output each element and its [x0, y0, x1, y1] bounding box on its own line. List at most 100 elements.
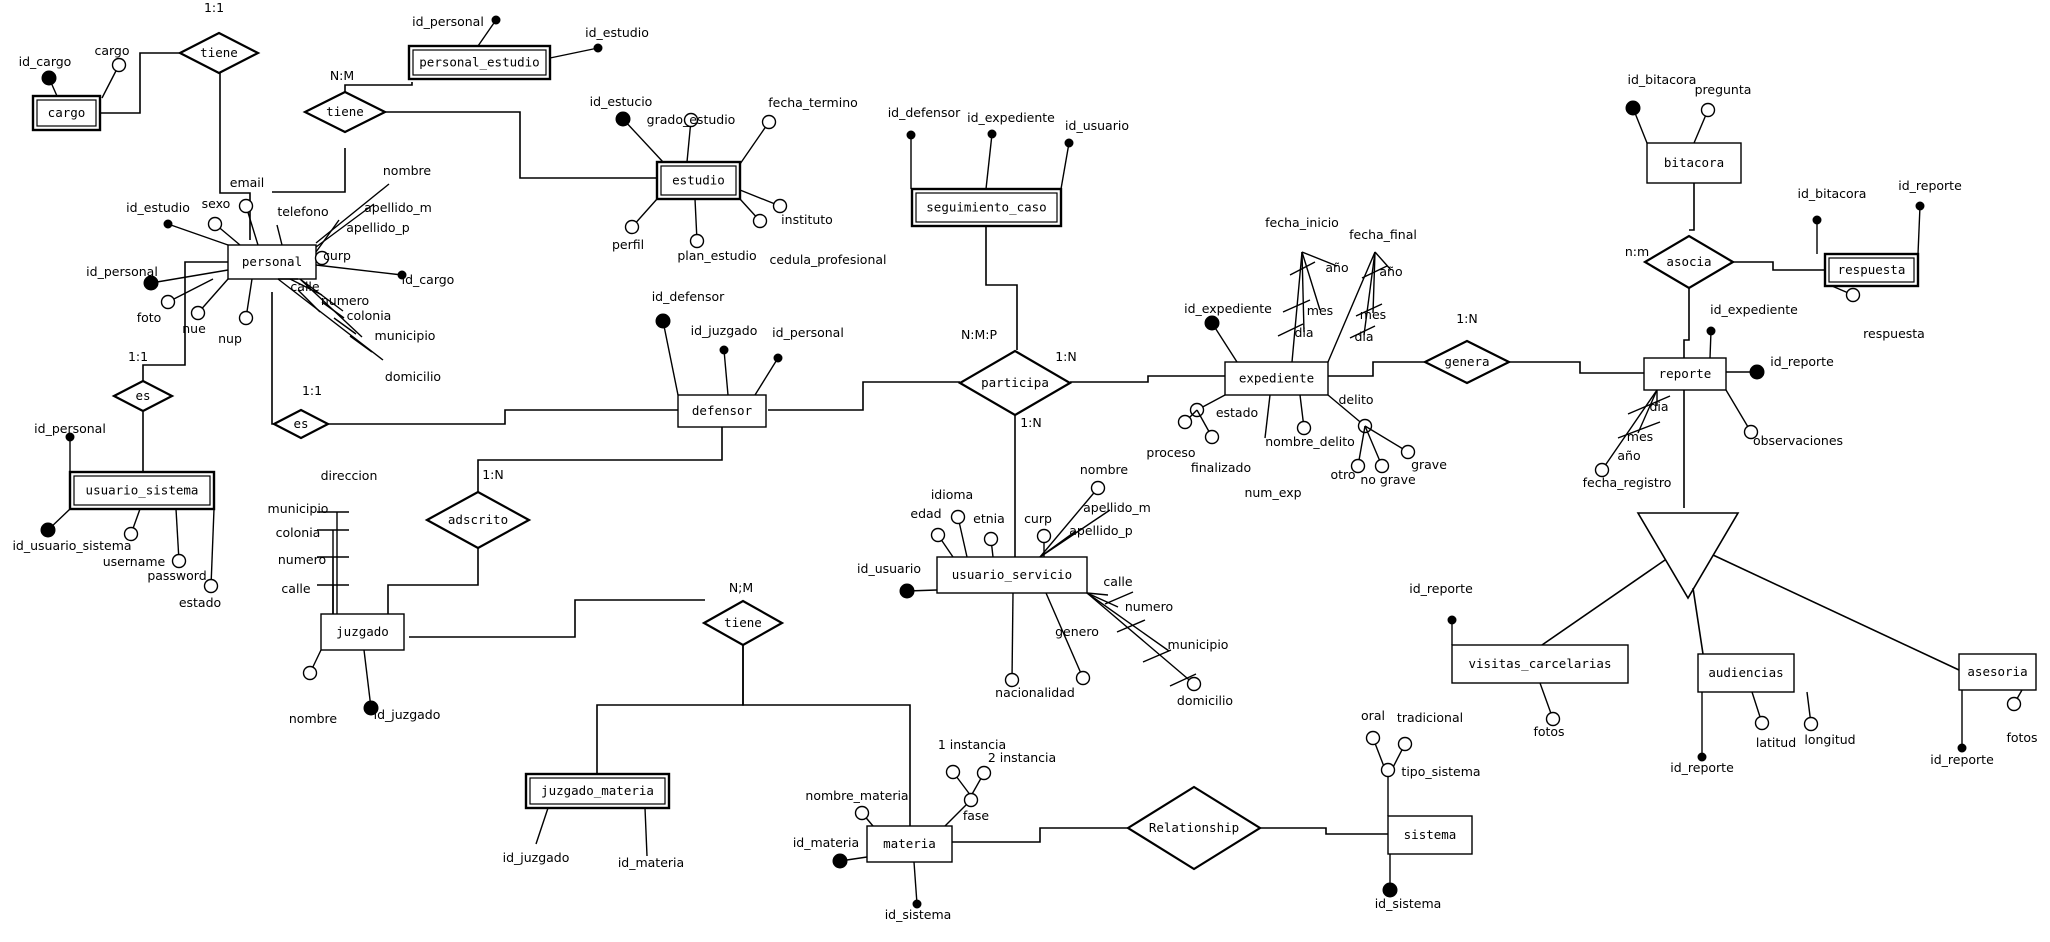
attribute-num-exp[interactable]: num_exp [1244, 394, 1302, 500]
attribute-r-id-bitacora[interactable]: id_bitacora [1798, 186, 1867, 254]
entity-usuario-sistema[interactable]: usuario_sistema [68, 470, 216, 511]
attribute-apellido-m[interactable]: apellido_m [315, 200, 432, 248]
attribute-username[interactable]: username [103, 508, 166, 569]
attribute-e-id-expediente[interactable]: id_expediente [1184, 301, 1272, 363]
attribute-id-usuario-sistema[interactable]: id_usuario_sistema [12, 508, 132, 553]
entity-visitas-carcelarias[interactable]: visitas_carcelarias [1451, 644, 1629, 684]
entity-materia[interactable]: materia [866, 825, 953, 863]
attribute-id-bitacora[interactable]: id_bitacora [1625, 72, 1696, 144]
relationship-es-usuario[interactable]: es [111, 379, 175, 413]
attribute-finalizado[interactable]: finalizado [1191, 409, 1251, 475]
entity-juzgado[interactable]: juzgado [320, 613, 405, 651]
attribute-direccion[interactable]: direccion [321, 468, 378, 483]
entity-sistema[interactable]: sistema [1387, 815, 1473, 855]
attribute-ff-anio[interactable]: año [1374, 251, 1403, 279]
attribute-tipo-sistema[interactable]: tipo_sistema [1380, 762, 1481, 817]
attribute-longitud[interactable]: longitud [1803, 691, 1856, 747]
attribute-a-id-reporte[interactable]: id_reporte [1670, 692, 1734, 775]
attribute-pregunta[interactable]: pregunta [1693, 82, 1751, 144]
attribute-sc-id-usuario[interactable]: id_usuario [1060, 118, 1129, 190]
attribute-idioma[interactable]: idioma [931, 487, 973, 558]
attribute-fecha-termino[interactable]: fecha_termino [739, 95, 858, 165]
attribute-cargo[interactable]: cargo [94, 43, 130, 99]
entity-reporte[interactable]: reporte [1643, 357, 1727, 391]
attribute-jm-id-materia[interactable]: id_materia [618, 807, 684, 870]
relationship-relationship[interactable]: Relationship [1125, 785, 1263, 871]
attribute-apellido-p[interactable]: apellido_p [315, 219, 410, 253]
attribute-j-municipio[interactable]: municipio [268, 501, 338, 614]
attribute-plan-estudio[interactable]: plan_estudio [677, 198, 757, 263]
attribute-d-id-defensor[interactable]: id_defensor [652, 289, 725, 396]
attribute-id-estucio[interactable]: id_estucio [590, 94, 664, 163]
attribute-sc-id-expediente[interactable]: id_expediente [967, 110, 1055, 190]
relationship-asocia[interactable]: asocia [1642, 234, 1736, 290]
relationship-tiene-materia[interactable]: tiene [701, 599, 785, 647]
attribute-nue[interactable]: nue [182, 278, 229, 336]
attribute-p-id-personal[interactable]: id_personal [86, 264, 229, 291]
entity-respuesta[interactable]: respuesta [1823, 252, 1920, 288]
attribute-estado-us[interactable]: estado [179, 508, 221, 610]
attribute-sexo[interactable]: sexo [202, 196, 241, 246]
attribute-j-calle[interactable]: calle [281, 581, 334, 614]
entity-personal[interactable]: personal [227, 244, 317, 280]
attribute-email[interactable]: email [230, 175, 264, 246]
attribute-ff-dia[interactable]: dia [1354, 251, 1376, 344]
attribute-jm-id-juzgado[interactable]: id_juzgado [503, 807, 570, 865]
attribute-grave[interactable]: grave [1364, 425, 1447, 472]
attribute-pe-id-estudio[interactable]: id_estudio [549, 25, 649, 59]
relationship-genera[interactable]: genera [1422, 339, 1512, 385]
attribute-fi-anio[interactable]: año [1301, 251, 1349, 275]
attribute-u-domicilio[interactable]: domicilio [1086, 592, 1233, 708]
attribute-fi-dia[interactable]: dia [1294, 251, 1314, 340]
attribute-us-id-personal[interactable]: id_personal [34, 421, 106, 472]
attribute-pe-id-personal[interactable]: id_personal [412, 14, 501, 47]
entity-personal-estudio[interactable]: personal_estudio [407, 44, 552, 81]
attribute-no-grave[interactable]: no grave [1360, 425, 1416, 487]
attribute-rep-id-reporte[interactable]: id_reporte [1726, 354, 1834, 380]
attribute-nacionalidad[interactable]: nacionalidad [995, 592, 1075, 700]
attribute-d-id-personal[interactable]: id_personal [754, 325, 844, 396]
entity-asesoria[interactable]: asesoria [1958, 653, 2037, 691]
attribute-d-id-juzgado[interactable]: id_juzgado [691, 323, 758, 396]
attribute-curp[interactable]: curp [314, 248, 351, 266]
attribute-fecha-final[interactable]: fecha_final [1327, 227, 1417, 363]
attribute-m-id-materia[interactable]: id_materia [793, 835, 868, 869]
attribute-colonia[interactable]: colonia [299, 278, 391, 323]
attribute-id-cargo[interactable]: id_cargo [19, 54, 72, 97]
attribute-j-colonia[interactable]: colonia [276, 525, 334, 614]
attribute-id-juzgado[interactable]: id_juzgado [363, 649, 440, 722]
attribute-vc-fotos[interactable]: fotos [1533, 682, 1565, 739]
attribute-foto[interactable]: foto [137, 278, 214, 325]
entity-estudio[interactable]: estudio [655, 160, 742, 201]
relationship-tiene-estudio[interactable]: tiene [302, 90, 388, 134]
attribute-u-id-usuario[interactable]: id_usuario [857, 561, 938, 599]
attribute-as-id-reporte[interactable]: id_reporte [1930, 690, 1994, 767]
attribute-r-id-reporte[interactable]: id_reporte [1898, 178, 1962, 255]
attribute-nup[interactable]: nup [218, 278, 254, 346]
attribute-nombre-delito[interactable]: nombre_delito [1265, 394, 1355, 449]
relationship-es-defensor[interactable]: es [271, 408, 331, 440]
attribute-instituto[interactable]: instituto [739, 189, 833, 227]
attribute-m-id-sistema[interactable]: id_sistema [885, 861, 952, 922]
entity-usuario-servicio[interactable]: usuario_servicio [936, 556, 1088, 594]
attribute-vc-id-reporte[interactable]: id_reporte [1409, 581, 1473, 645]
attribute-edad[interactable]: edad [910, 506, 954, 558]
attribute-p-id-cargo[interactable]: id_cargo [315, 264, 454, 287]
attribute-proceso[interactable]: proceso [1146, 409, 1198, 460]
attribute-u-curp[interactable]: curp [1024, 511, 1052, 557]
relationship-tiene-cargo[interactable]: tiene [177, 31, 261, 75]
attribute-etnia[interactable]: etnia [973, 511, 1005, 558]
entity-defensor[interactable]: defensor [677, 394, 767, 428]
attribute-latitud[interactable]: latitud [1751, 691, 1796, 750]
attribute-respuesta-attr[interactable]: respuesta [1831, 285, 1925, 341]
attribute-otro[interactable]: otro [1330, 425, 1366, 482]
attribute-perfil[interactable]: perfil [612, 198, 658, 252]
entity-cargo[interactable]: cargo [31, 94, 102, 132]
relationship-participa[interactable]: participa [957, 349, 1073, 417]
attribute-rep-anio[interactable]: año [1594, 389, 1658, 478]
attribute-instancia1[interactable]: 1 instancia [938, 737, 1006, 797]
attribute-genero[interactable]: genero [1045, 592, 1099, 686]
entity-juzgado-materia[interactable]: juzgado_materia [524, 772, 671, 810]
attribute-observaciones[interactable]: observaciones [1725, 389, 1843, 448]
attribute-password[interactable]: password [147, 508, 207, 583]
